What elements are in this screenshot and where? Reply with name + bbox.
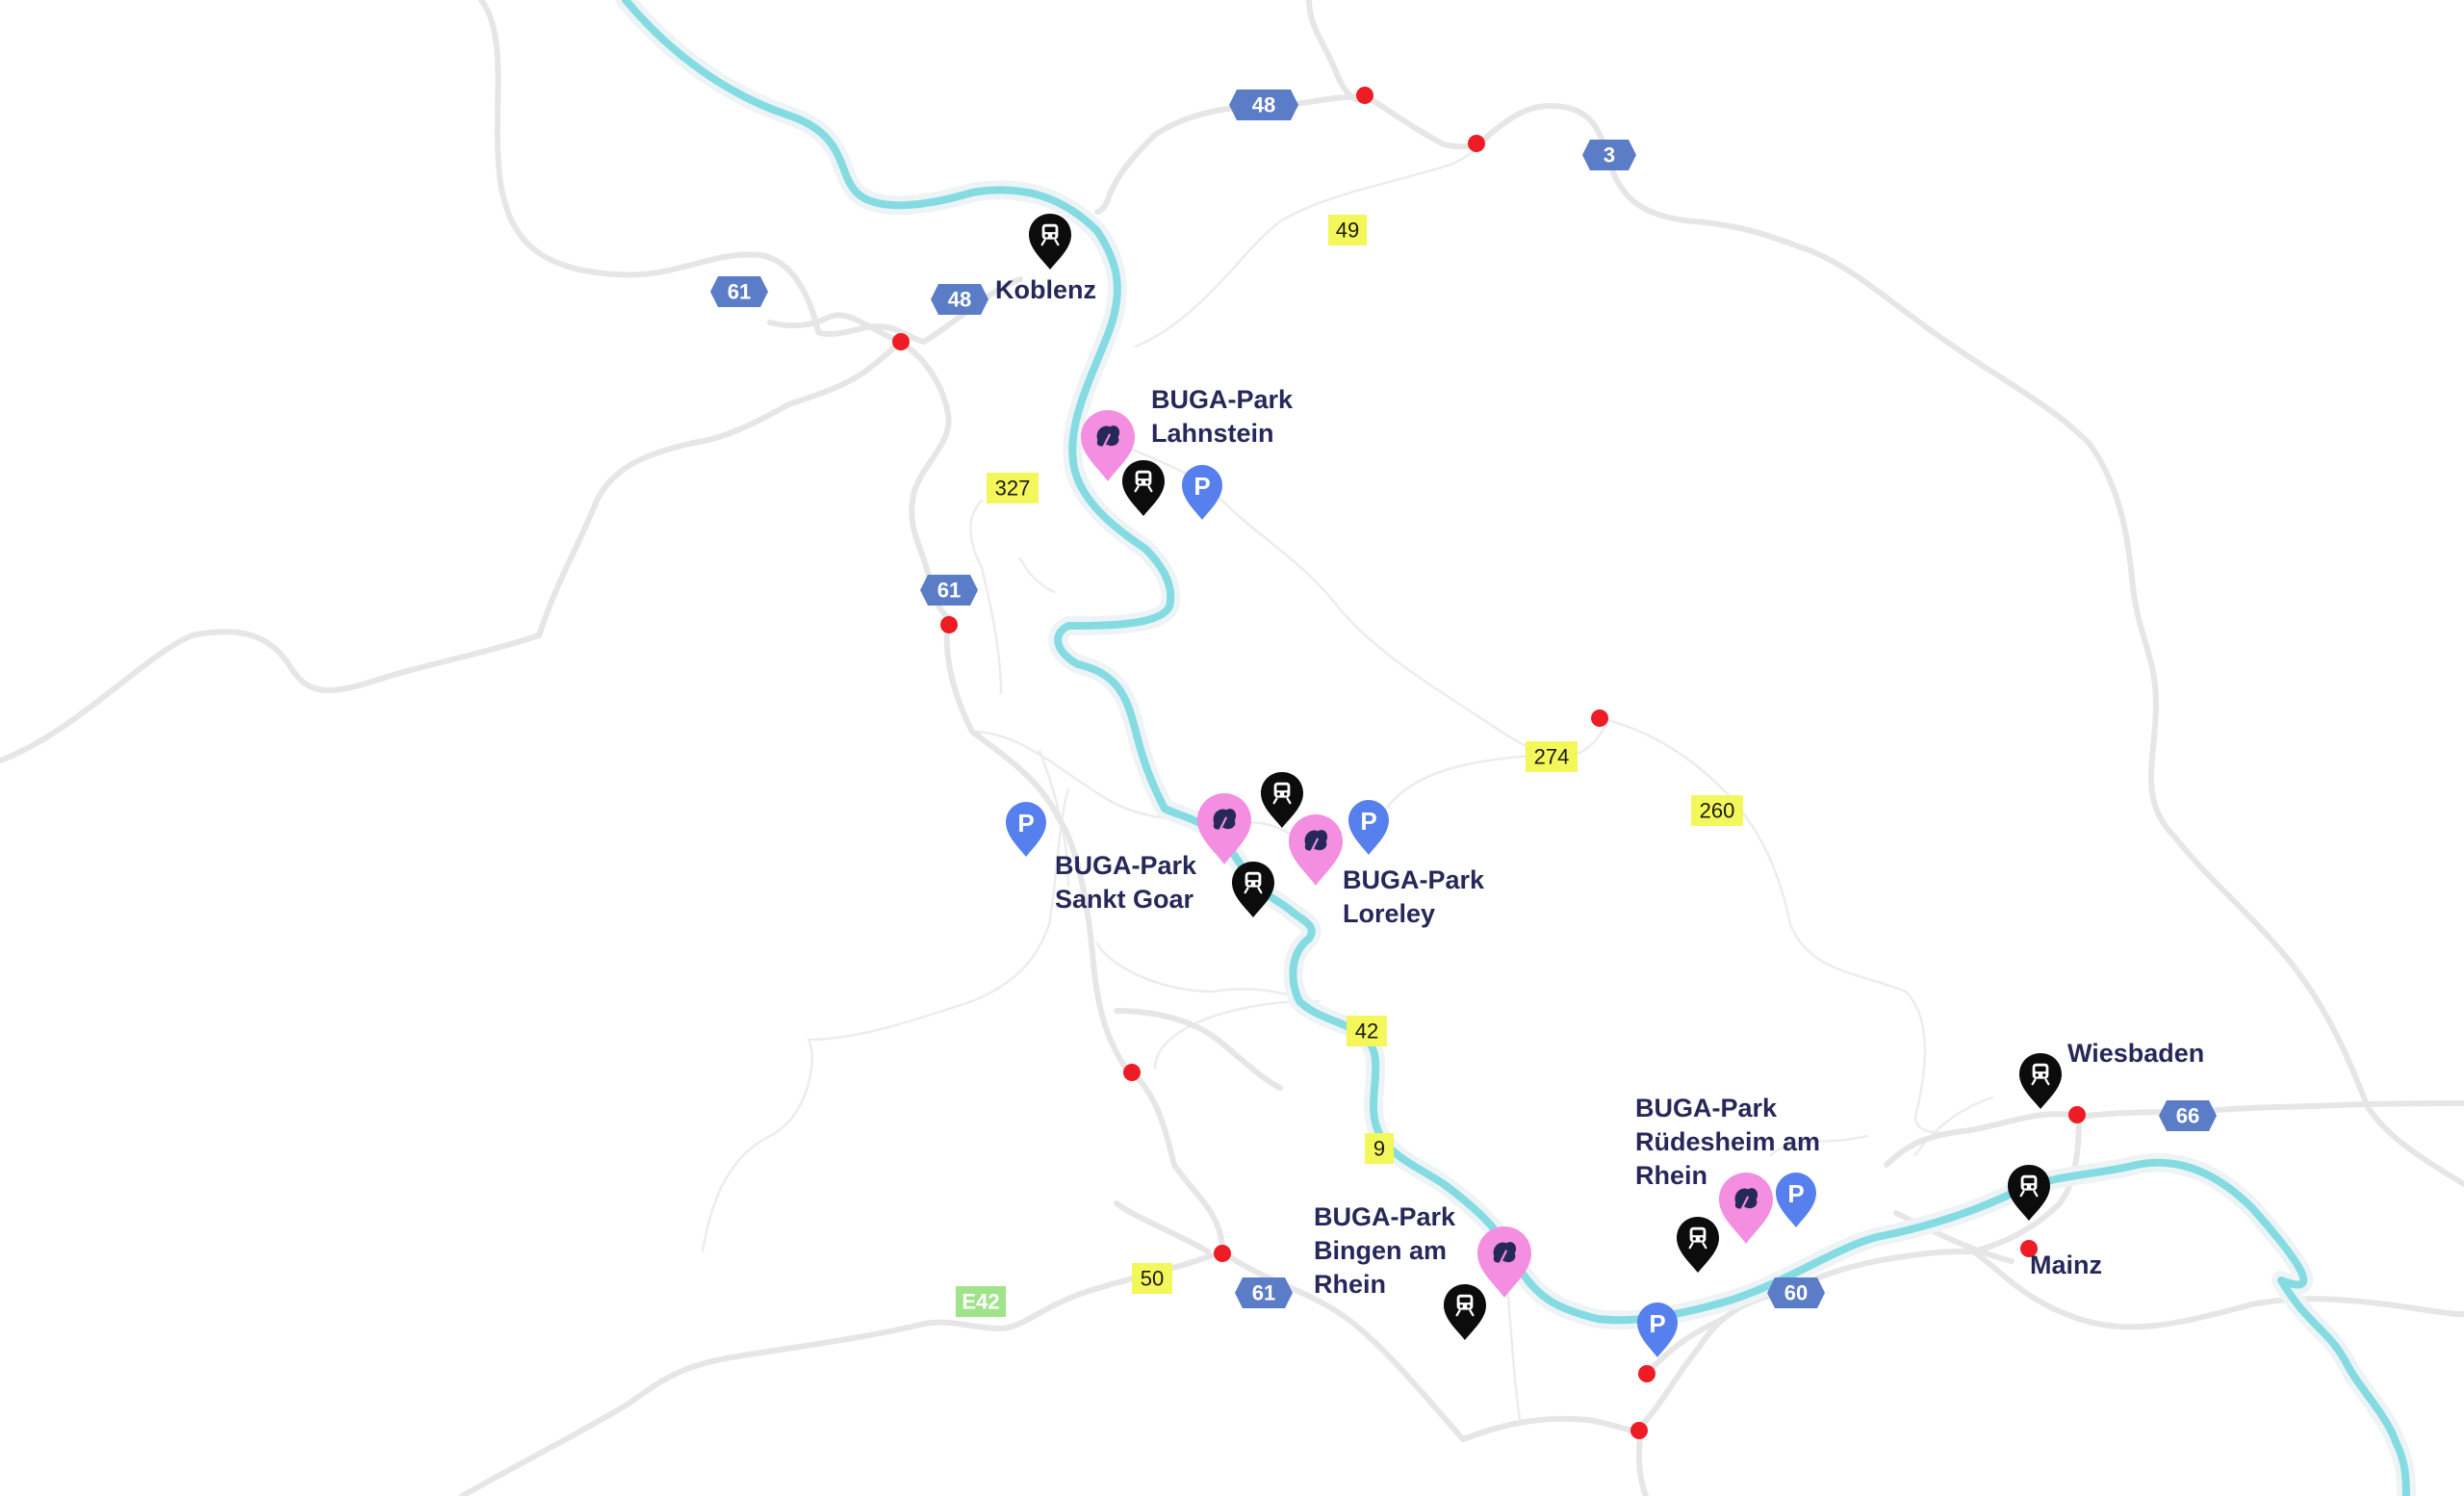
junction-dot (2020, 1240, 2038, 1257)
parking-icon: P (1649, 1309, 1665, 1338)
leaf-icon (1733, 1187, 1759, 1210)
buga-park-marker[interactable] (1719, 1173, 1773, 1244)
svg-text:61: 61 (1252, 1281, 1275, 1305)
parking-icon: P (1194, 472, 1210, 501)
label-line: BUGA-Park (1343, 865, 1485, 894)
europastrasse-shield: E42 (956, 1286, 1006, 1317)
label-line: BUGA-Park (1151, 385, 1294, 414)
rhine-river (616, 0, 2416, 1496)
label-line: Rhein (1314, 1270, 1386, 1299)
svg-text:260: 260 (1700, 799, 1735, 823)
parking-marker[interactable]: P (1776, 1173, 1816, 1227)
label-line: Bingen am (1314, 1236, 1447, 1265)
bundesstrasse-shield: 49 (1328, 215, 1367, 245)
bundesstrasse-shield: 50 (1132, 1263, 1172, 1294)
label-line: Rüdesheim am (1635, 1127, 1820, 1156)
junction-dot (1214, 1245, 1231, 1262)
place-label-mainz[interactable]: Mainz (2030, 1251, 2102, 1279)
parking-marker[interactable]: P (1637, 1303, 1678, 1357)
leaf-icon (1303, 829, 1329, 852)
bundesstrasse-shield: 260 (1691, 795, 1743, 826)
label-line: BUGA-Park (1314, 1202, 1456, 1231)
svg-text:48: 48 (948, 288, 971, 312)
junction-dot (940, 616, 958, 633)
junction-dot (1356, 87, 1373, 104)
leaf-icon (1492, 1241, 1518, 1264)
parking-marker[interactable]: P (1006, 802, 1046, 857)
train-station-marker[interactable] (1029, 214, 1071, 270)
svg-text:60: 60 (1784, 1281, 1808, 1305)
svg-text:9: 9 (1373, 1137, 1385, 1161)
train-station-marker[interactable] (1444, 1284, 1486, 1340)
junctions (892, 87, 2086, 1439)
svg-text:61: 61 (728, 280, 751, 304)
bundesstrasse-shield: 9 (1365, 1133, 1394, 1164)
autobahn-shield: 61 (710, 276, 768, 307)
bundesstrasse-shield: 42 (1347, 1016, 1387, 1046)
svg-text:66: 66 (2176, 1104, 2199, 1128)
svg-text:61: 61 (937, 579, 961, 603)
junction-dot (1591, 709, 1608, 727)
place-label-buga-ruedesheim[interactable]: BUGA-Park Rüdesheim am Rhein (1635, 1094, 1828, 1190)
label-line: Lahnstein (1151, 419, 1274, 448)
junction-dot (1638, 1365, 1656, 1382)
train-station-marker[interactable] (2019, 1053, 2062, 1109)
train-station-marker[interactable] (1677, 1217, 1719, 1273)
minor-roads (701, 133, 1994, 1427)
svg-text:42: 42 (1355, 1019, 1378, 1044)
place-label-koblenz[interactable]: Koblenz (995, 275, 1096, 304)
parking-marker[interactable]: P (1182, 465, 1222, 520)
svg-text:50: 50 (1141, 1267, 1164, 1291)
place-label-wiesbaden[interactable]: Wiesbaden (2067, 1039, 2204, 1068)
label-line: Rhein (1635, 1161, 1707, 1190)
road-shields: 48 3 61 48 61 66 61 60 (710, 90, 2217, 1317)
junction-dot (1630, 1422, 1648, 1439)
parking-marker[interactable]: P (1348, 800, 1389, 855)
bundesstrasse-shield: 274 (1526, 741, 1578, 772)
svg-text:3: 3 (1604, 143, 1615, 168)
leaf-icon (1212, 808, 1238, 831)
svg-text:274: 274 (1534, 745, 1570, 769)
train-station-marker[interactable] (1122, 460, 1165, 516)
junction-dot (1123, 1064, 1141, 1081)
train-station-marker[interactable] (1261, 772, 1303, 828)
leaf-icon (1095, 425, 1121, 448)
map-markers[interactable]: P P P P P (1006, 214, 2062, 1357)
label-line: BUGA-Park (1055, 851, 1197, 880)
label-line: Loreley (1343, 899, 1435, 928)
place-label-buga-loreley[interactable]: BUGA-Park Loreley (1343, 865, 1492, 928)
train-station-marker[interactable] (1232, 862, 1274, 917)
bundesstrasse-shield: 327 (987, 473, 1039, 503)
place-label-buga-lahnstein[interactable]: BUGA-Park Lahnstein (1151, 385, 1300, 448)
parking-icon: P (1360, 807, 1376, 836)
label-line: BUGA-Park (1635, 1094, 1778, 1122)
train-station-marker[interactable] (2008, 1165, 2050, 1221)
junction-dot (2068, 1106, 2086, 1123)
autobahn-shield: 48 (1229, 90, 1298, 120)
place-labels: Koblenz BUGA-Park Lahnstein BUGA-Park Sa… (995, 275, 2204, 1299)
svg-text:49: 49 (1336, 219, 1359, 243)
parking-icon: P (1787, 1179, 1804, 1208)
autobahn-shield: 61 (1235, 1277, 1293, 1308)
svg-text:327: 327 (995, 477, 1031, 501)
svg-text:E42: E42 (962, 1290, 999, 1314)
buga-park-marker[interactable] (1081, 410, 1135, 481)
buga-park-marker[interactable] (1197, 793, 1251, 864)
svg-text:48: 48 (1252, 93, 1275, 117)
buga-park-marker[interactable] (1289, 814, 1343, 886)
autobahn-shield: 66 (2159, 1100, 2217, 1131)
autobahn-shield: 60 (1767, 1277, 1825, 1308)
autobahn-shield: 48 (931, 284, 988, 315)
buga-park-marker[interactable] (1477, 1226, 1531, 1298)
junction-dot (892, 333, 910, 350)
label-line: Sankt Goar (1055, 885, 1194, 914)
junction-dot (1468, 135, 1485, 152)
parking-icon: P (1017, 809, 1034, 838)
autobahn-shield: 61 (920, 575, 978, 606)
autobahn-shield: 3 (1582, 140, 1636, 170)
place-label-buga-sankt-goar[interactable]: BUGA-Park Sankt Goar (1055, 851, 1204, 914)
place-label-buga-bingen[interactable]: BUGA-Park Bingen am Rhein (1314, 1202, 1463, 1299)
